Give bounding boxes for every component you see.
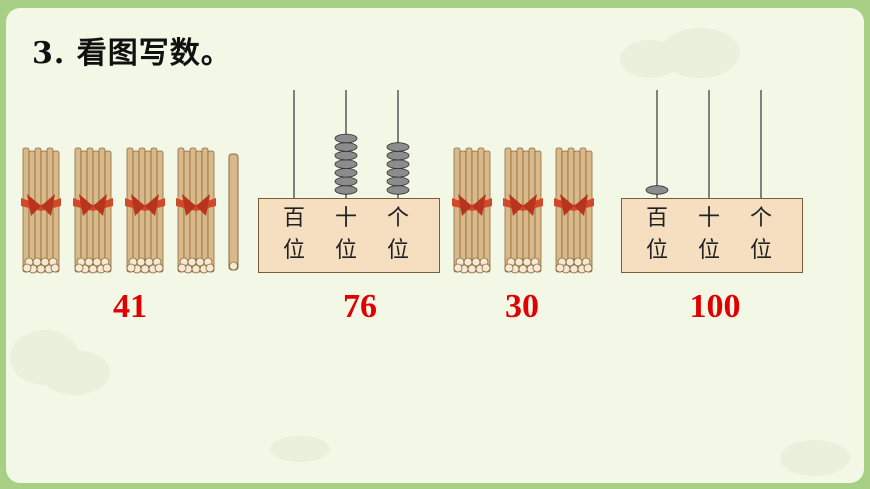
abacus-base-2 bbox=[621, 198, 803, 273]
abacus1-bead bbox=[334, 142, 358, 152]
stick-bundle-4 bbox=[176, 147, 216, 274]
answer-41: 41 bbox=[113, 288, 147, 325]
abacus1-bead bbox=[386, 150, 410, 161]
abacus-base-1 bbox=[258, 198, 440, 273]
cloud-decoration bbox=[40, 350, 110, 395]
abacus1-bead bbox=[334, 176, 358, 187]
stick-bundle-group2-1 bbox=[452, 147, 492, 274]
abacus2-bead bbox=[645, 185, 669, 195]
place-label-ones-1: 个位 bbox=[386, 206, 409, 263]
abacus1-bead bbox=[334, 168, 358, 178]
place-label-tens-2: 十位 bbox=[697, 206, 720, 263]
stick-bundle-group2-2 bbox=[503, 147, 543, 274]
abacus1-bead bbox=[386, 185, 410, 195]
single-stick bbox=[228, 153, 239, 271]
place-label-hundreds-2: 百位 bbox=[645, 206, 668, 263]
cloud-decoration bbox=[270, 436, 330, 462]
abacus1-bead bbox=[334, 150, 358, 161]
abacus1-bead bbox=[386, 168, 410, 178]
stick-bundle-3 bbox=[125, 147, 165, 274]
abacus1-bead bbox=[386, 159, 410, 169]
answer-76: 76 bbox=[343, 288, 377, 325]
place-label-tens-1: 十位 bbox=[334, 206, 357, 263]
abacus1-bead bbox=[334, 185, 358, 195]
exercise-title: 3. 看图写数。 bbox=[32, 36, 232, 71]
stick-bundle-group2-3 bbox=[554, 147, 594, 274]
abacus1-bead bbox=[386, 176, 410, 187]
answer-100: 100 bbox=[689, 288, 741, 325]
answer-30: 30 bbox=[505, 288, 539, 325]
abacus1-bead bbox=[334, 159, 358, 169]
single-stick-end bbox=[229, 261, 238, 271]
cloud-decoration bbox=[660, 28, 740, 78]
stick-bundle-1 bbox=[21, 147, 61, 274]
cloud-decoration bbox=[780, 440, 850, 476]
abacus1-bead bbox=[386, 142, 410, 152]
place-label-ones-2: 个位 bbox=[749, 206, 772, 263]
stick-bundle-2 bbox=[73, 147, 113, 274]
abacus1-bead bbox=[334, 133, 358, 144]
place-label-hundreds-1: 百位 bbox=[282, 206, 305, 263]
